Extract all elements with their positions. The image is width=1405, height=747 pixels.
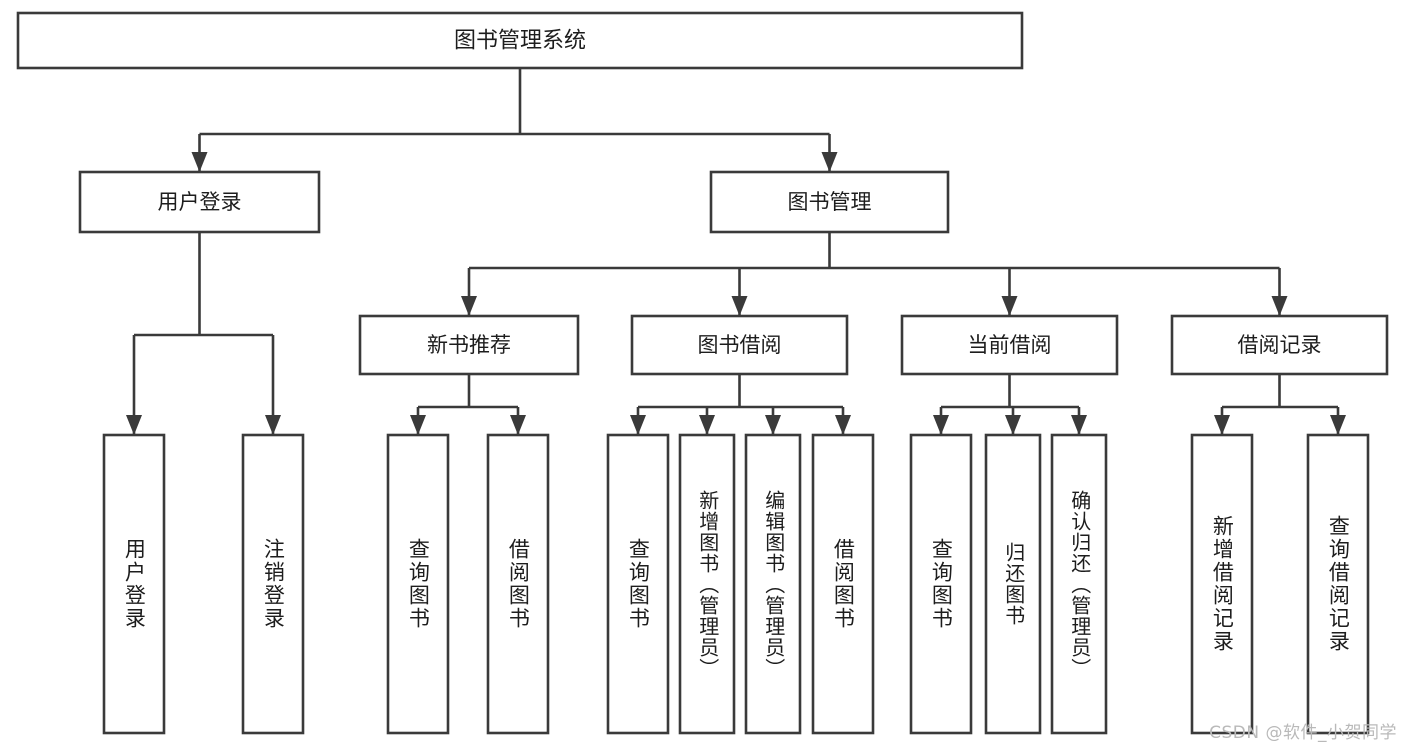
- node-label-current-borrow: 当前借阅: [968, 333, 1052, 357]
- node-label-root: 图书管理系统: [454, 29, 586, 54]
- arrow-head-new-book-recommend-to-leaf-borrow-book-1: [510, 415, 526, 435]
- arrow-head-borrow-record-to-leaf-add-borrow-record: [1214, 415, 1230, 435]
- arrow-head-book-management-to-new-book-recommend: [461, 296, 477, 316]
- node-box-user-login[interactable]: [78, 170, 321, 234]
- node-box-leaf-query-book-2[interactable]: [606, 433, 670, 735]
- arrow-head-new-book-recommend-to-leaf-query-book-1: [410, 415, 426, 435]
- arrow-head-current-borrow-to-leaf-return-book: [1005, 415, 1021, 435]
- node-label-user-login: 用户登录: [158, 190, 242, 214]
- arrow-head-book-borrow-to-leaf-borrow-book-2: [835, 415, 851, 435]
- node-box-root[interactable]: [16, 11, 1024, 70]
- arrow-head-book-borrow-to-leaf-edit-book-admin: [765, 415, 781, 435]
- arrow-head-user-login-to-leaf-user-login: [126, 415, 142, 435]
- edges-layer: [126, 68, 1346, 435]
- arrow-head-root-to-book-management: [821, 152, 838, 172]
- arrow-head-root-to-user-login: [191, 152, 208, 172]
- node-box-leaf-add-borrow-record[interactable]: [1190, 433, 1254, 735]
- arrow-head-book-borrow-to-leaf-query-book-2: [630, 415, 646, 435]
- node-box-leaf-confirm-return-admin[interactable]: [1050, 433, 1108, 735]
- arrow-head-book-management-to-borrow-record: [1271, 296, 1288, 316]
- watermark-text: CSDN @软件_小贺同学: [1209, 723, 1397, 743]
- node-box-book-borrow[interactable]: [630, 314, 849, 376]
- node-label-book-management: 图书管理: [788, 190, 872, 214]
- arrow-head-book-management-to-book-borrow: [731, 296, 748, 316]
- node-label-new-book-recommend: 新书推荐: [427, 333, 511, 357]
- node-box-leaf-edit-book-admin[interactable]: [744, 433, 802, 735]
- node-box-leaf-user-login[interactable]: [102, 433, 166, 735]
- arrow-head-current-borrow-to-leaf-confirm-return-admin: [1071, 415, 1087, 435]
- node-box-leaf-borrow-book-2[interactable]: [811, 433, 875, 735]
- node-box-current-borrow[interactable]: [900, 314, 1119, 376]
- node-box-leaf-borrow-book-1[interactable]: [486, 433, 550, 735]
- node-box-leaf-return-book[interactable]: [984, 433, 1042, 735]
- arrow-head-current-borrow-to-leaf-query-book-3: [933, 415, 949, 435]
- node-box-leaf-query-book-1[interactable]: [386, 433, 450, 735]
- node-box-leaf-add-book-admin[interactable]: [678, 433, 736, 735]
- node-box-leaf-logout[interactable]: [241, 433, 305, 735]
- node-box-leaf-query-book-3[interactable]: [909, 433, 973, 735]
- arrow-head-borrow-record-to-leaf-query-borrow-record: [1330, 415, 1346, 435]
- node-label-borrow-record: 借阅记录: [1238, 333, 1322, 357]
- node-box-leaf-query-borrow-record[interactable]: [1306, 433, 1370, 735]
- arrow-head-book-borrow-to-leaf-add-book-admin: [699, 415, 715, 435]
- node-box-borrow-record[interactable]: [1170, 314, 1389, 376]
- arrow-head-user-login-to-leaf-logout: [265, 415, 281, 435]
- node-box-book-management[interactable]: [709, 170, 950, 234]
- arrow-head-book-management-to-current-borrow: [1001, 296, 1018, 316]
- node-label-book-borrow: 图书借阅: [698, 333, 782, 357]
- node-box-new-book-recommend[interactable]: [358, 314, 580, 376]
- boxes-layer: [16, 11, 1389, 735]
